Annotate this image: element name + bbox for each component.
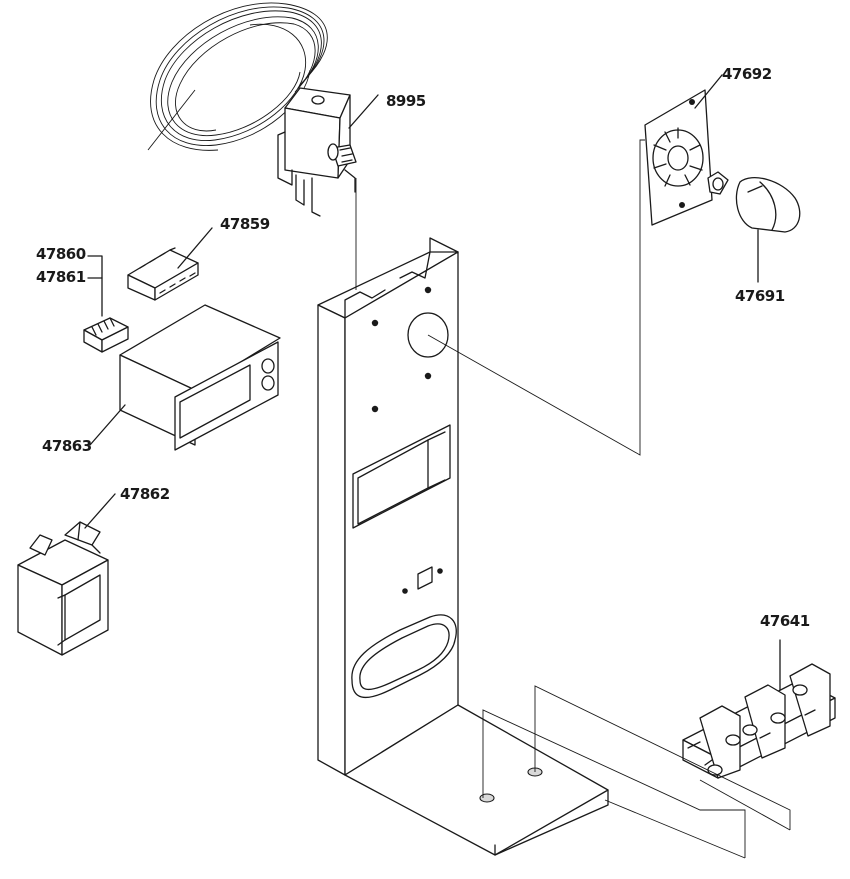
label-47860: 47860 bbox=[36, 245, 86, 263]
label-47691: 47691 bbox=[735, 287, 785, 305]
terminal-block-47859 bbox=[127, 227, 213, 301]
dial-plate-47692 bbox=[644, 74, 723, 226]
terminal-block-47641 bbox=[682, 639, 836, 779]
label-47692: 47692 bbox=[722, 65, 772, 83]
label-47859: 47859 bbox=[220, 215, 270, 233]
label-47863: 47863 bbox=[42, 437, 92, 455]
label-8995: 8995 bbox=[386, 92, 426, 110]
base-plate bbox=[344, 704, 609, 856]
connection-lines bbox=[355, 139, 791, 859]
thermostat-capillary-coil bbox=[147, 2, 328, 151]
label-47862: 47862 bbox=[120, 485, 170, 503]
connector-47860-47861 bbox=[83, 255, 129, 353]
transformer-47862 bbox=[17, 493, 116, 656]
label-47641: 47641 bbox=[760, 612, 810, 630]
thermostat-8995 bbox=[277, 87, 379, 217]
label-47861: 47861 bbox=[36, 268, 86, 286]
knob-47691 bbox=[707, 171, 801, 283]
mounting-panel bbox=[317, 237, 459, 776]
digital-controller-47863 bbox=[89, 304, 281, 451]
